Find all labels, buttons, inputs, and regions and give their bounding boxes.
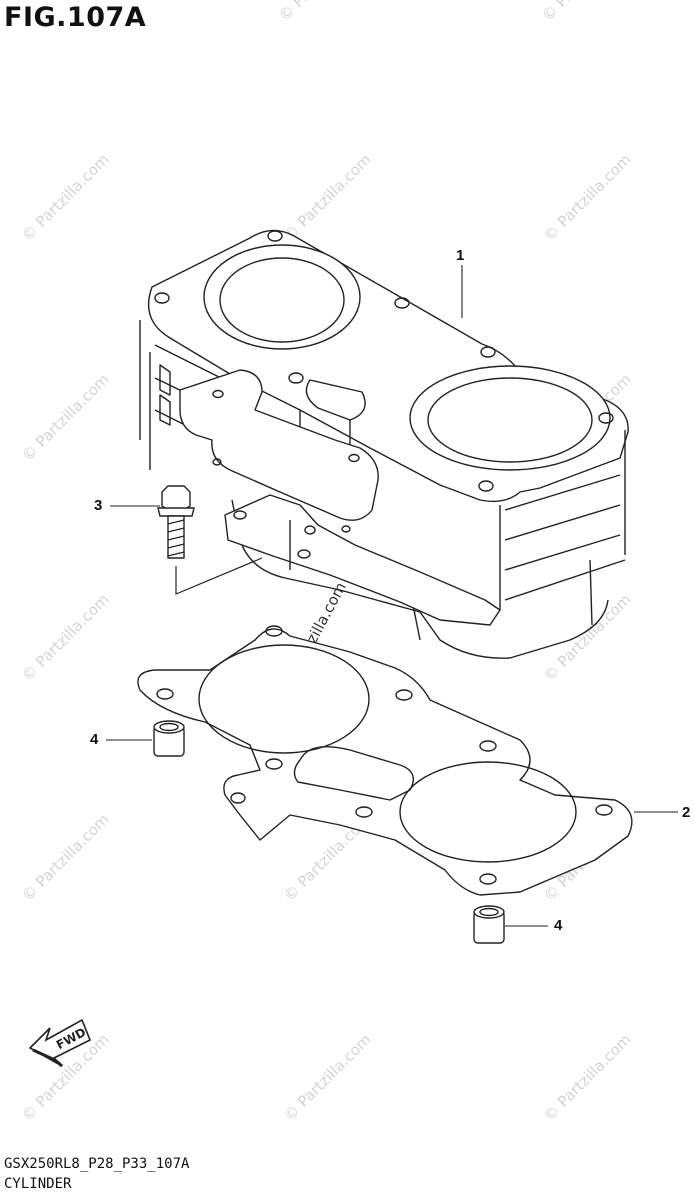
watermark: © Partzilla.com bbox=[18, 590, 113, 685]
watermark: © Partzilla.com bbox=[540, 590, 635, 685]
dowel-pin-upper bbox=[154, 721, 184, 756]
figure-code: GSX250RL8_P28_P33_107A bbox=[4, 1156, 190, 1172]
callout-4-lower: 4 bbox=[554, 917, 563, 934]
watermark: © Partzilla.com bbox=[18, 150, 113, 245]
dowel-pin-lower bbox=[474, 906, 504, 943]
callout-3: 3 bbox=[94, 497, 103, 514]
watermark: © Partzilla.com bbox=[18, 810, 113, 905]
figure-name: CYLINDER bbox=[4, 1176, 72, 1192]
figure-title: FIG.107A bbox=[4, 2, 147, 33]
watermark: © Partzilla.com bbox=[280, 1030, 375, 1125]
watermark: © Partzilla.com bbox=[538, 0, 633, 25]
callout-2: 2 bbox=[682, 804, 691, 821]
callout-4-upper: 4 bbox=[90, 731, 99, 748]
watermark: © Partzilla.com bbox=[540, 150, 635, 245]
watermark: © Partzilla.com bbox=[540, 1030, 635, 1125]
watermark: © Partzilla.com bbox=[18, 370, 113, 465]
bolt-leader-bracket bbox=[176, 558, 262, 594]
cylinder-block bbox=[140, 230, 628, 658]
leader-lines bbox=[106, 265, 678, 926]
cylinder-gasket bbox=[138, 626, 632, 895]
callout-1: 1 bbox=[456, 247, 465, 264]
watermark: © Partzilla.com bbox=[280, 150, 375, 245]
watermark: © Partzilla.com bbox=[275, 0, 370, 25]
bolt-part bbox=[158, 486, 194, 558]
